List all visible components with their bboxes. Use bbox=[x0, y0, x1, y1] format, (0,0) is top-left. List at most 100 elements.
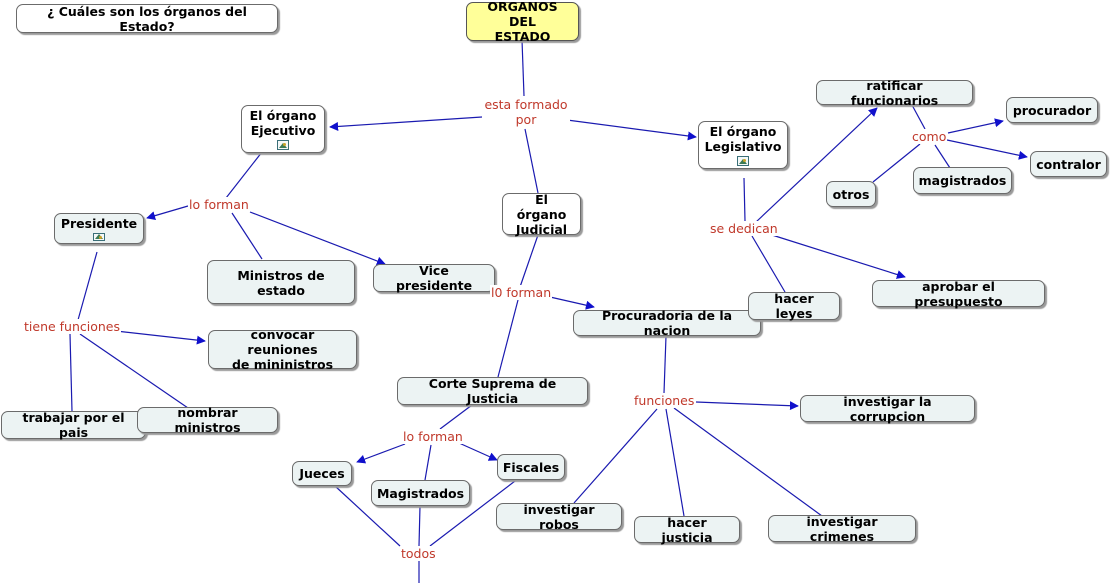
edge-ratificar-como bbox=[911, 104, 926, 130]
concept-investigar-robos[interactable]: investigar robos bbox=[496, 501, 622, 532]
concept-presidente[interactable]: Presidente bbox=[54, 213, 144, 244]
concept-nombrar[interactable]: nombrar ministros bbox=[137, 405, 278, 435]
concept-jueces[interactable]: Jueces bbox=[292, 461, 352, 486]
edge-loforman-presidente bbox=[146, 205, 189, 221]
concept-trabajar-text: trabajar por el pais bbox=[22, 410, 125, 440]
concept-corte-suprema-text: Corte Suprema de Justicia bbox=[428, 376, 557, 406]
concept-legislativo-text: El órgano Legislativo bbox=[704, 124, 782, 154]
edge-tienefunciones-nombrar bbox=[79, 333, 189, 409]
concept-investigar-corrupcion[interactable]: investigar la corrupcion bbox=[800, 393, 975, 424]
concept-presidente-text: Presidente bbox=[60, 216, 138, 231]
edge-root-estaformado bbox=[521, 39, 525, 97]
edge-funciones-robos bbox=[573, 408, 658, 504]
edge-jueces-todos bbox=[334, 485, 401, 547]
concept-ministros-estado[interactable]: Ministros de estado bbox=[207, 260, 355, 304]
edge-estaformado-ejecutivo bbox=[329, 116, 483, 131]
root-concept[interactable]: ORGANOS DEL ESTADO bbox=[466, 0, 579, 44]
edge-judicial-loforman bbox=[519, 234, 539, 288]
concept-procurador-text: procurador bbox=[1012, 102, 1092, 118]
concept-jueces-text: Jueces bbox=[299, 466, 345, 481]
concept-otros-text: otros bbox=[832, 186, 870, 202]
concept-procurador[interactable]: procurador bbox=[1006, 97, 1098, 123]
concept-procuraduria-text: Procuradoria de la nacion bbox=[601, 308, 733, 338]
concept-ejecutivo[interactable]: El órgano Ejecutivo bbox=[241, 105, 325, 153]
edge-loforman-vice bbox=[249, 211, 386, 266]
edge-presidente-tienefunciones bbox=[77, 251, 98, 321]
concept-nombrar-text: nombrar ministros bbox=[174, 405, 241, 435]
concept-investigar-robos-text: investigar robos bbox=[523, 501, 595, 532]
edge-loforman-fiscales bbox=[458, 442, 498, 461]
edge-loforman-ministros bbox=[231, 212, 263, 260]
concept-ratificar-funcionarios[interactable]: ratificar funcionarios bbox=[816, 77, 973, 108]
edge-funciones-corrupcion bbox=[695, 401, 799, 411]
link-esta-formado-por[interactable]: esta formado por bbox=[482, 97, 570, 127]
concept-magistrados-corte-text: Magistrados bbox=[376, 485, 465, 501]
concept-judicial[interactable]: El órgano Judicial bbox=[502, 192, 581, 237]
edge-ejecutivo-loforman bbox=[225, 151, 263, 199]
concept-investigar-corrupcion-text: investigar la corrupcion bbox=[843, 393, 932, 424]
link-lo-forman-corte[interactable]: lo forman bbox=[402, 429, 464, 444]
image-attachment-icon[interactable] bbox=[277, 140, 289, 150]
concept-otros[interactable]: otros bbox=[826, 181, 876, 207]
concept-investigar-crimenes-text: investigar crimenes bbox=[806, 513, 878, 544]
image-attachment-icon[interactable] bbox=[737, 156, 749, 166]
edge-tienefunciones-convocar bbox=[115, 330, 206, 345]
concept-convocar-text: convocar reuniones de mininistros bbox=[231, 327, 334, 372]
concept-ejecutivo-text: El órgano Ejecutivo bbox=[249, 108, 317, 138]
concept-fiscales-text: Fiscales bbox=[502, 459, 560, 475]
concept-investigar-crimenes[interactable]: investigar crimenes bbox=[768, 513, 916, 544]
link-lo-forman-ejecutivo[interactable]: lo forman bbox=[188, 197, 250, 212]
edge-sededican-ratificar bbox=[755, 107, 878, 223]
link-se-dedican[interactable]: se dedican bbox=[709, 221, 779, 236]
edge-legislativo-sededican bbox=[743, 177, 746, 222]
link-como[interactable]: como bbox=[911, 129, 948, 144]
concept-corte-suprema[interactable]: Corte Suprema de Justicia bbox=[397, 376, 588, 406]
focus-question[interactable]: ¿ Cuáles son los órganos del Estado? bbox=[16, 3, 278, 34]
concept-trabajar[interactable]: trabajar por el pais bbox=[1, 410, 146, 440]
concept-vice-presidente[interactable]: Vice presidente bbox=[373, 263, 495, 293]
edge-loforman-procuraduria bbox=[549, 296, 595, 310]
concept-hacer-leyes[interactable]: hacer leyes bbox=[748, 291, 840, 321]
concept-contralor[interactable]: contralor bbox=[1030, 151, 1107, 177]
edge-como-procurador bbox=[947, 118, 1004, 134]
edge-fiscales-todos bbox=[429, 480, 516, 547]
concept-ratificar-funcionarios-text: ratificar funcionarios bbox=[850, 77, 939, 108]
edge-magistrados-todos bbox=[418, 505, 421, 547]
concept-magistrados-corte[interactable]: Magistrados bbox=[371, 480, 470, 506]
concept-aprobar-presupuesto[interactable]: aprobar el presupuesto bbox=[872, 278, 1045, 309]
image-attachment-icon[interactable] bbox=[93, 233, 105, 241]
edge-estaformado-judicial bbox=[524, 128, 539, 194]
concept-convocar[interactable]: convocar reuniones de mininistros bbox=[208, 327, 357, 372]
concept-hacer-leyes-text: hacer leyes bbox=[774, 291, 814, 321]
edge-loforman-corte bbox=[497, 299, 519, 378]
edge-tienefunciones-trabajar bbox=[69, 333, 73, 412]
concept-contralor-text: contralor bbox=[1036, 156, 1101, 172]
edge-estaformado-legislativo bbox=[566, 119, 697, 141]
concept-procuraduria[interactable]: Procuradoria de la nacion bbox=[573, 308, 761, 338]
link-tiene-funciones[interactable]: tiene funciones bbox=[23, 319, 122, 334]
concept-magistrados-legislativo[interactable]: magistrados bbox=[913, 167, 1012, 194]
concept-ministros-estado-text: Ministros de estado bbox=[237, 268, 325, 298]
concept-hacer-justicia[interactable]: hacer justicia bbox=[634, 514, 740, 545]
concept-fiscales[interactable]: Fiscales bbox=[497, 454, 565, 480]
edge-como-otros bbox=[872, 143, 921, 183]
concept-magistrados-legislativo-text: magistrados bbox=[918, 173, 1007, 188]
concept-legislativo[interactable]: El órgano Legislativo bbox=[698, 121, 788, 169]
link-todos[interactable]: todos bbox=[400, 546, 437, 561]
edge-sededican-aprobar bbox=[771, 234, 906, 279]
edge-sededican-hacerleyes bbox=[751, 235, 786, 293]
concept-vice-presidente-text: Vice presidente bbox=[395, 263, 473, 293]
edge-funciones-crimenes bbox=[673, 407, 823, 517]
edge-loforman-jueces bbox=[356, 443, 406, 464]
edge-corte-loforman bbox=[439, 404, 473, 430]
link-funciones[interactable]: funciones bbox=[633, 393, 696, 408]
edge-funciones-justicia bbox=[665, 408, 685, 517]
concept-hacer-justicia-text: hacer justicia bbox=[661, 514, 713, 545]
concept-aprobar-presupuesto-text: aprobar el presupuesto bbox=[914, 278, 1003, 309]
edge-como-contralor bbox=[946, 139, 1028, 160]
focus-question-text: ¿ Cuáles son los órganos del Estado? bbox=[47, 3, 247, 34]
link-lo-forman-judicial[interactable]: l0 forman bbox=[490, 285, 553, 300]
root-concept-text: ORGANOS DEL ESTADO bbox=[487, 0, 558, 44]
edge-loforman-magistrados bbox=[424, 444, 432, 481]
